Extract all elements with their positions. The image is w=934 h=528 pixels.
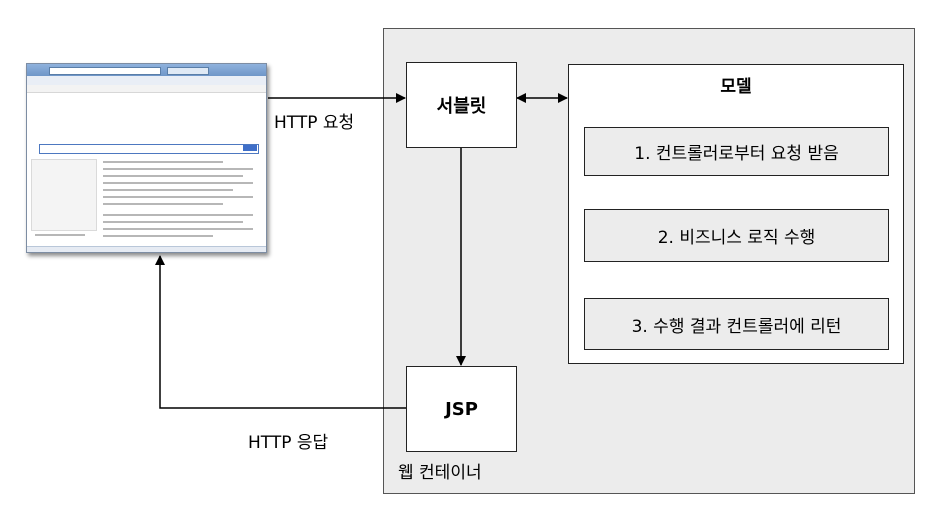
model-step-2-label: 2. 비즈니스 로직 수행	[657, 228, 816, 248]
model-step-3-label: 3. 수행 결과 컨트롤러에 리턴	[631, 316, 842, 337]
model-step-2: 2. 비즈니스 로직 수행	[584, 209, 889, 262]
browser-text-line	[103, 214, 253, 216]
browser-search-button	[243, 145, 257, 151]
browser-text-line	[103, 196, 253, 198]
jsp-label: JSP	[445, 398, 478, 420]
model-step-1-label: 1. 컨트롤러로부터 요청 받음	[634, 144, 839, 164]
browser-text-line	[103, 221, 243, 223]
browser-text-line	[103, 235, 213, 237]
browser-text-line	[103, 175, 243, 177]
browser-sidebar	[31, 159, 97, 231]
http-response-arrow	[155, 255, 406, 409]
model-step-1: 1. 컨트롤러로부터 요청 받음	[584, 127, 889, 176]
http-response-label: HTTP 응답	[248, 433, 329, 453]
http-request-label: HTTP 요청	[274, 113, 355, 133]
model-title: 모델	[720, 77, 752, 97]
browser-text-line	[103, 182, 253, 184]
browser-search-box	[39, 144, 259, 154]
servlet-label: 서블릿	[436, 96, 487, 117]
browser-tab	[167, 67, 209, 75]
jsp-box: JSP	[406, 366, 517, 452]
browser-nav-bar	[27, 85, 266, 93]
browser-text-line	[103, 168, 253, 170]
browser-text-line	[103, 189, 233, 191]
browser-text-line	[103, 228, 253, 230]
web-container-label: 웹 컨테이너	[398, 463, 482, 483]
browser-address-bar	[49, 67, 161, 75]
model-step-3: 3. 수행 결과 컨트롤러에 리턴	[584, 298, 889, 350]
browser-text-line	[35, 234, 85, 236]
browser-screenshot	[26, 63, 267, 253]
browser-status-bar	[27, 246, 266, 252]
browser-text-line	[103, 203, 223, 205]
browser-text-line	[103, 161, 223, 163]
servlet-box: 서블릿	[406, 62, 517, 148]
